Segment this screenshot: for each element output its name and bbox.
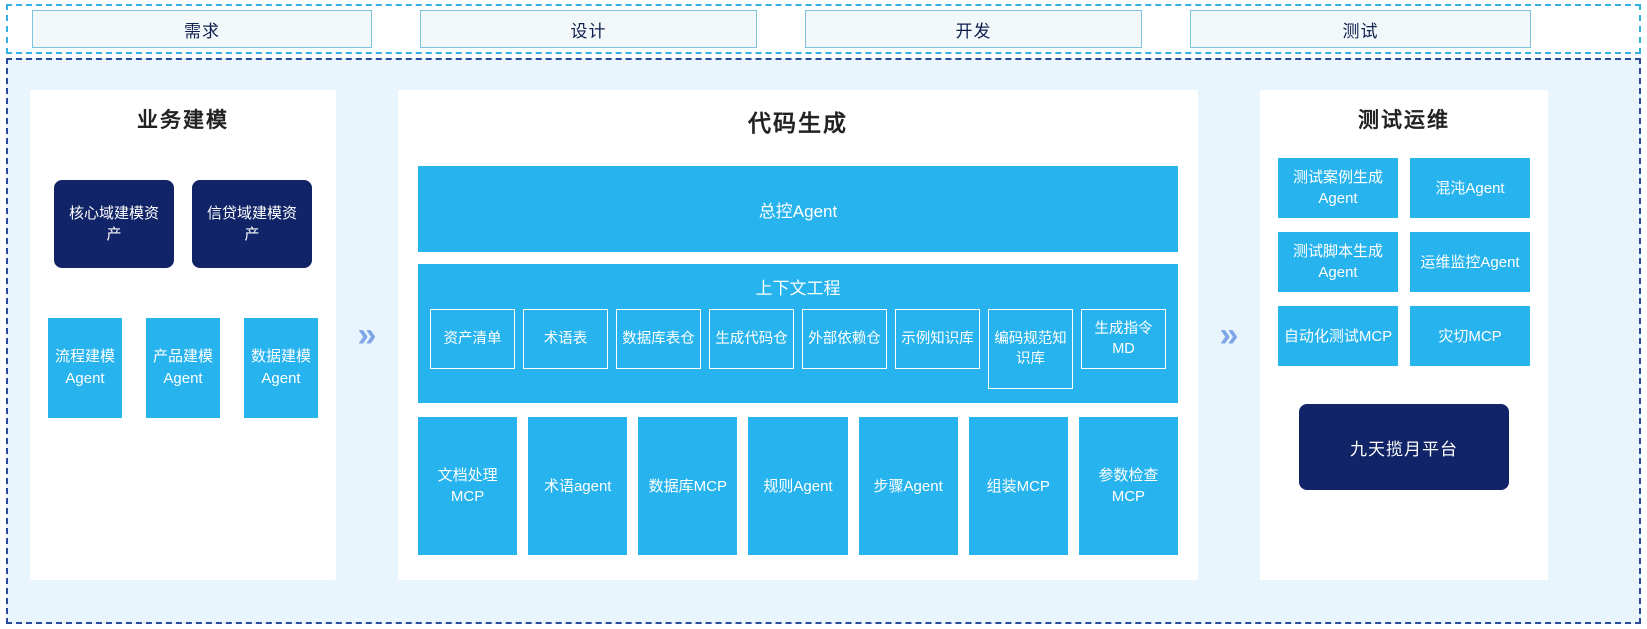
asset-card-core-domain[interactable]: 核心域建模资产 (54, 180, 174, 268)
context-item-label: 编码规范知识库 (994, 331, 1067, 367)
asset-card-credit-domain[interactable]: 信贷域建模资产 (192, 180, 312, 268)
tool-card-label: 组装MCP (986, 477, 1050, 495)
agent-card-label: 流程建模Agent (54, 348, 115, 387)
tool-card-database-mcp[interactable]: 数据库MCP (638, 417, 738, 555)
ops-card-grid: 测试案例生成Agent 混沌Agent 测试脚本生成Agent 运维监控Agen… (1278, 158, 1530, 366)
tool-card-rule-agent[interactable]: 规则Agent (748, 417, 848, 555)
agent-card-process-modeling[interactable]: 流程建模Agent (48, 318, 122, 418)
ops-card-label: 测试脚本生成Agent (1292, 243, 1383, 281)
tool-card-row: 文档处理MCP 术语agent 数据库MCP 规则Agent 步骤Agent (418, 417, 1178, 555)
phase-box-requirements[interactable]: 需求 (32, 10, 372, 48)
panel-business-modeling: 业务建模 核心域建模资产 信贷域建模资产 流程建模Agent 产品建模Agent (30, 90, 336, 580)
phase-box-testing[interactable]: 测试 (1190, 10, 1531, 48)
agent-card-label: 数据建模Agent (250, 348, 311, 387)
context-engineering-title: 上下文工程 (755, 279, 841, 298)
ops-card-label: 运维监控Agent (1420, 253, 1520, 271)
context-item-asset-list[interactable]: 资产清单 (430, 309, 515, 369)
tool-card-label: 规则Agent (763, 477, 833, 495)
context-item-label: 资产清单 (443, 331, 502, 347)
context-item-generated-code-repo[interactable]: 生成代码仓 (709, 309, 794, 369)
panel-title-business-modeling: 业务建模 (137, 109, 229, 132)
tool-card-label: 文档处理MCP (437, 467, 498, 505)
phase-strip: 需求 设计 开发 测试 (6, 4, 1641, 54)
tool-card-step-agent[interactable]: 步骤Agent (858, 417, 958, 555)
agent-card-label: 产品建模Agent (152, 348, 213, 387)
tool-card-label: 步骤Agent (873, 477, 943, 495)
asset-card-label: 信贷域建模资产 (206, 205, 297, 243)
phase-box-development[interactable]: 开发 (805, 10, 1142, 48)
context-item-example-knowledge-base[interactable]: 示例知识库 (895, 309, 980, 369)
context-item-row: 资产清单 术语表 数据库表仓 生成代码仓 外部依赖仓 (430, 309, 1166, 389)
diagram-body: 业务建模 核心域建模资产 信贷域建模资产 流程建模Agent 产品建模Agent (6, 58, 1641, 624)
asset-card-group: 核心域建模资产 信贷域建模资产 (30, 180, 336, 268)
ops-card-label: 灾切MCP (1438, 327, 1502, 345)
context-item-external-dependency-repo[interactable]: 外部依赖仓 (802, 309, 887, 369)
ops-card-label: 混沌Agent (1435, 179, 1505, 197)
context-item-label: 数据库表仓 (622, 331, 695, 347)
master-agent-label: 总控Agent (758, 201, 838, 221)
phase-label: 开发 (955, 21, 992, 41)
ops-card-label: 测试案例生成Agent (1292, 169, 1383, 207)
tool-card-terminology-agent[interactable]: 术语agent (528, 417, 628, 555)
ops-card-automated-testing-mcp[interactable]: 自动化测试MCP (1278, 306, 1398, 366)
context-item-label: 生成代码仓 (715, 331, 788, 347)
context-item-label: 生成指令MD (1094, 321, 1153, 357)
tool-card-assembly-mcp[interactable]: 组装MCP (968, 417, 1068, 555)
platform-card-label: 九天揽月平台 (1350, 439, 1458, 459)
context-item-db-table-repo[interactable]: 数据库表仓 (616, 309, 701, 369)
ops-card-disaster-switch-mcp[interactable]: 灾切MCP (1410, 306, 1530, 366)
ops-card-chaos-agent[interactable]: 混沌Agent (1410, 158, 1530, 218)
chevron-right-icon-1: » (336, 90, 398, 580)
ops-card-test-case-generation-agent[interactable]: 测试案例生成Agent (1278, 158, 1398, 218)
ops-card-operations-monitoring-agent[interactable]: 运维监控Agent (1410, 232, 1530, 292)
ops-card-test-script-generation-agent[interactable]: 测试脚本生成Agent (1278, 232, 1398, 292)
tool-card-parameter-check-mcp[interactable]: 参数检查MCP (1078, 417, 1178, 555)
chevron-glyph: » (1219, 315, 1239, 354)
master-agent-bar[interactable]: 总控Agent (418, 166, 1178, 252)
tool-card-label: 参数检查MCP (1098, 467, 1159, 505)
platform-card-jiutian-lanyue[interactable]: 九天揽月平台 (1299, 404, 1509, 490)
tool-card-document-processing-mcp[interactable]: 文档处理MCP (418, 417, 518, 555)
context-item-label: 示例知识库 (901, 331, 974, 347)
context-engineering-block: 上下文工程 资产清单 术语表 数据库表仓 生成代码仓 (418, 264, 1178, 403)
agent-card-product-modeling[interactable]: 产品建模Agent (146, 318, 220, 418)
ops-card-label: 自动化测试MCP (1283, 327, 1393, 345)
asset-card-label: 核心域建模资产 (68, 205, 159, 243)
agent-card-data-modeling[interactable]: 数据建模Agent (244, 318, 318, 418)
phase-label: 测试 (1342, 21, 1379, 41)
context-item-glossary[interactable]: 术语表 (523, 309, 608, 369)
panel-testing-operations: 测试运维 测试案例生成Agent 混沌Agent 测试脚本生成Agent 运维监… (1260, 90, 1548, 580)
context-item-generation-instruction-md[interactable]: 生成指令MD (1081, 309, 1166, 369)
chevron-glyph: » (357, 315, 377, 354)
panel-title-testing-operations: 测试运维 (1358, 109, 1450, 132)
context-item-coding-standard-knowledge-base[interactable]: 编码规范知识库 (988, 309, 1073, 389)
tool-card-label: 数据库MCP (648, 477, 728, 495)
panel-code-generation: 代码生成 总控Agent 上下文工程 资产清单 术语表 数据库表仓 (398, 90, 1198, 580)
phase-box-design[interactable]: 设计 (420, 10, 757, 48)
phase-label: 需求 (184, 21, 220, 41)
context-item-label: 外部依赖仓 (808, 331, 881, 347)
tool-card-label: 术语agent (543, 477, 612, 495)
chevron-right-icon-2: » (1198, 90, 1260, 580)
modeling-agent-group: 流程建模Agent 产品建模Agent 数据建模Agent (30, 318, 336, 418)
context-item-label: 术语表 (543, 331, 588, 347)
panel-title-code-generation: 代码生成 (748, 110, 848, 136)
phase-label: 设计 (570, 21, 607, 41)
